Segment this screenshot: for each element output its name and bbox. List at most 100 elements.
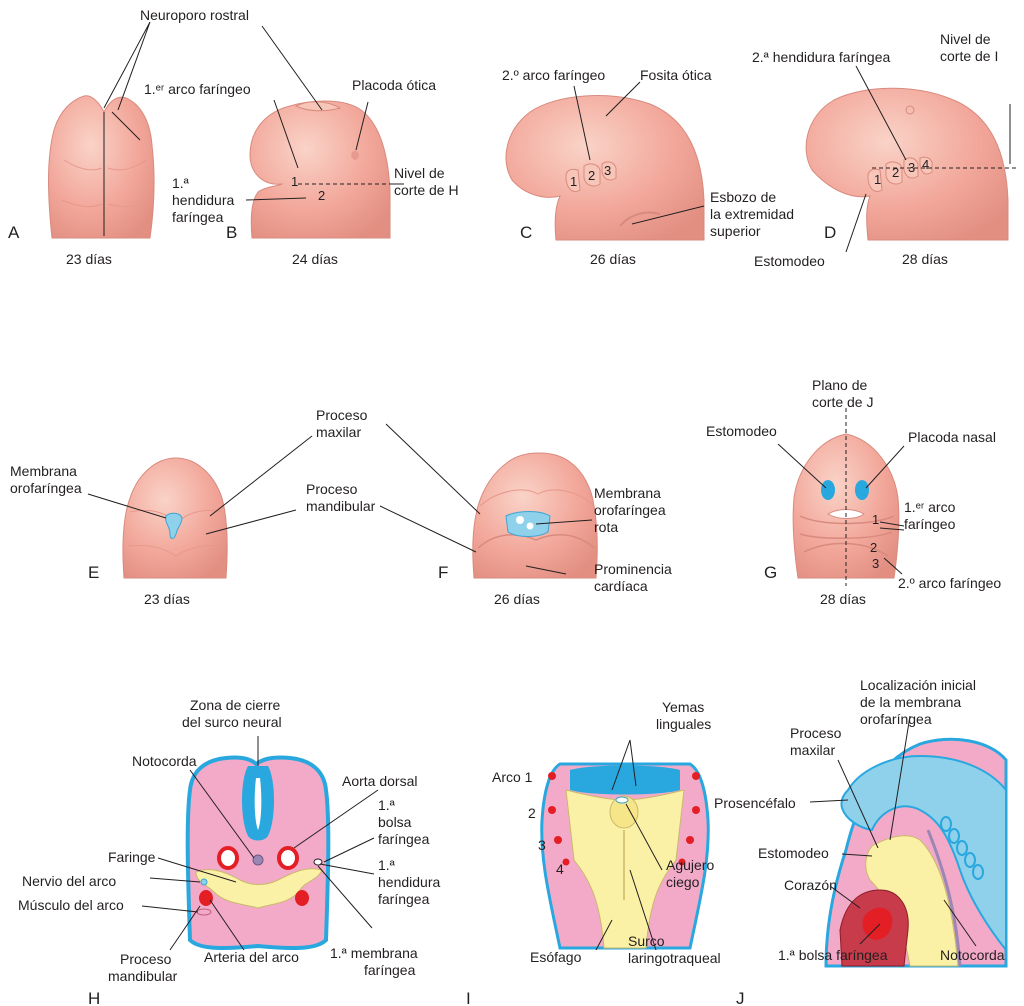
embryo-g-nasal-left	[821, 480, 835, 500]
label-maxilar-j: Proceso maxilar	[790, 725, 845, 758]
label-estomodeo-g: Estomodeo	[706, 423, 777, 439]
panel-c-letter: C	[520, 223, 532, 242]
arch-artery-left	[199, 890, 213, 906]
label-a4: 4	[556, 861, 564, 877]
embryo-c-num-1: 1	[570, 174, 577, 189]
label-agujero: Agujero ciego	[666, 857, 718, 890]
label-estomodeo-d: Estomodeo	[754, 253, 825, 269]
panel-g: 1 2 3 Plano de corte de J Estomodeo Plac…	[706, 377, 1001, 607]
label-bolsa-h: 1.ª bolsa faríngea	[378, 797, 430, 847]
label-arco1-b: 1.ᵉʳ arco faríngeo	[144, 81, 251, 97]
label-mandibular-f: Proceso mandibular	[306, 481, 376, 514]
embryo-g-num-2: 2	[870, 540, 877, 555]
label-nivel-i: Nivel de corte de I	[940, 31, 998, 64]
embryo-b-body	[250, 101, 390, 238]
panel-g-age: 28 días	[820, 591, 866, 607]
panel-d: 1 2 3 4 2.ª hendidura faríngea Nivel de …	[752, 31, 1016, 269]
label-arteria: Arteria del arco	[204, 949, 299, 965]
label-prosencefalo: Prosencéfalo	[714, 795, 796, 811]
embryo-d-num-2: 2	[892, 165, 899, 180]
panel-e: Membrana orofaríngea E 23 días	[10, 436, 312, 607]
label-nivel-h: Nivel de corte de H	[394, 165, 459, 198]
label-localizacion: Localización inicial de la membrana orof…	[860, 677, 980, 727]
embryo-g-num-1: 1	[872, 512, 879, 527]
panel-b-letter: B	[226, 223, 237, 242]
panel-d-age: 28 días	[902, 251, 948, 267]
embryo-d-num-1: 1	[874, 172, 881, 187]
panel-f-letter: F	[438, 563, 448, 582]
panel-j-letter: J	[736, 989, 745, 1006]
label-corazon: Corazón	[784, 877, 837, 893]
embryo-c-num-2: 2	[588, 168, 595, 183]
embryo-b-num-1: 1	[291, 174, 298, 189]
embryo-f-hole-1	[516, 516, 524, 524]
label-esbozo: Esbozo de la extremidad superior	[710, 189, 798, 239]
embryo-b-num-2: 2	[318, 188, 325, 203]
label-plano-j: Plano de corte de J	[812, 377, 873, 410]
panel-c: 1 2 3 2.º arco faríngeo Fosita ótica Esb…	[502, 67, 798, 267]
panel-a-age: 23 días	[66, 251, 112, 267]
label-rota: Membrana orofaríngea rota	[594, 485, 670, 535]
label-prominencia: Prominencia cardíaca	[594, 561, 676, 594]
panel-f-age: 26 días	[494, 591, 540, 607]
label-a3: 3	[538, 837, 546, 853]
panel-c-age: 26 días	[590, 251, 636, 267]
aorta-right	[279, 848, 297, 868]
foramen-cecum	[616, 797, 628, 803]
label-notocorda-h: Notocorda	[132, 753, 197, 769]
arch-muscle	[197, 909, 211, 915]
label-estomodeo-j: Estomodeo	[758, 845, 829, 861]
arch-artery-right	[295, 890, 309, 906]
label-hendidura-h: 1.ª hendidura faríngea	[378, 857, 444, 907]
label-placoda-otica: Placoda ótica	[352, 77, 436, 93]
label-aorta: Aorta dorsal	[342, 773, 417, 789]
label-hend2: 2.ª hendidura faríngea	[752, 49, 890, 65]
panel-b: 1 2 Neuroporo rostral 1.ᵉʳ arco faríngeo…	[104, 7, 459, 267]
arch-nerve	[201, 879, 207, 885]
label-placoda-nasal: Placoda nasal	[908, 429, 996, 445]
label-notocorda-j: Notocorda	[940, 947, 1005, 963]
panel-b-age: 24 días	[292, 251, 338, 267]
aorta-left	[219, 848, 237, 868]
label-bolsa-j: 1.ª bolsa faríngea	[778, 947, 888, 963]
label-esofago: Esófago	[530, 949, 582, 965]
embryo-g-num-3: 3	[872, 556, 879, 571]
label-a2: 2	[528, 805, 536, 821]
label-mandibular-h: Proceso mandibular	[108, 951, 178, 984]
label-arco1-g: 1.ᵉʳ arco faríngeo	[904, 499, 959, 532]
label-arco1-i: Arco 1	[492, 769, 533, 785]
label-membrana-h: 1.ª membrana faríngea	[330, 945, 422, 978]
panel-a-letter: A	[8, 223, 20, 242]
panel-i-letter: I	[466, 989, 471, 1006]
panel-h-letter: H	[88, 989, 100, 1006]
panel-d-letter: D	[824, 223, 836, 242]
embryo-g-nasal-right	[855, 480, 869, 500]
panel-f: Proceso maxilar Proceso mandibular Membr…	[306, 407, 676, 607]
embryo-f-hole-2	[527, 523, 534, 530]
label-zona: Zona de cierre del surco neural	[182, 697, 284, 730]
label-membrana-e: Membrana orofaríngea	[10, 463, 82, 496]
label-hendidura-b: 1.ª hendidura faríngea	[172, 175, 238, 225]
label-nervio: Nervio del arco	[22, 873, 116, 889]
embryo-d-num-4: 4	[922, 157, 929, 172]
panel-a: A 23 días	[8, 96, 154, 267]
label-yemas: Yemas linguales	[656, 699, 711, 732]
panel-j: Localización inicial de la membrana orof…	[714, 677, 1006, 1006]
label-fosita: Fosita ótica	[640, 67, 712, 83]
panel-e-letter: E	[88, 563, 99, 582]
embryo-a-body	[49, 96, 155, 238]
panel-h: Zona de cierre del surco neural Notocord…	[18, 697, 444, 1006]
panel-i: Yemas linguales Arco 1 2 3 4 Agujero cie…	[466, 699, 721, 1006]
label-maxilar-f: Proceso maxilar	[316, 407, 371, 440]
panel-e-age: 23 días	[144, 591, 190, 607]
tongue-buds	[570, 766, 680, 795]
notochord-h	[253, 855, 263, 865]
label-faringe: Faringe	[108, 849, 156, 865]
embryo-c-num-3: 3	[604, 163, 611, 178]
label-arco2-g: 2.º arco faríngeo	[898, 575, 1001, 591]
panel-g-letter: G	[764, 563, 777, 582]
label-neuroporo: Neuroporo rostral	[140, 7, 249, 23]
label-arco2-c: 2.º arco faríngeo	[502, 67, 605, 83]
label-musculo: Músculo del arco	[18, 897, 124, 913]
